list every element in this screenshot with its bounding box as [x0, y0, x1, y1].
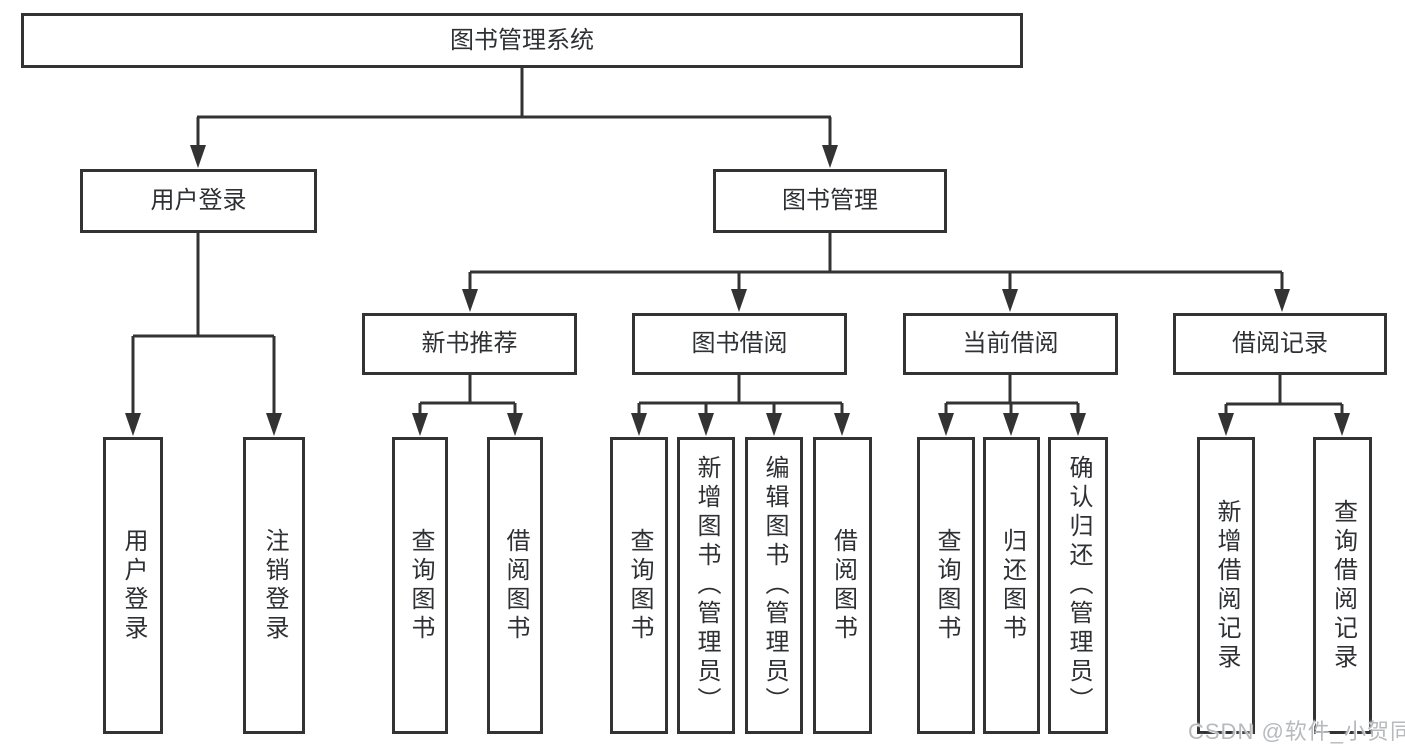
- arrow-down-icon: [190, 145, 206, 168]
- arrow-down-icon: [1003, 413, 1019, 436]
- leaf-query-borrow-record: 查询借阅记录: [1313, 437, 1372, 734]
- arrow-down-icon: [631, 413, 647, 436]
- node-borrow-records: 借阅记录: [1173, 313, 1387, 375]
- arrow-down-icon: [266, 413, 282, 436]
- node-label: 编辑图书（管理员）: [761, 455, 788, 716]
- node-book-borrow: 图书借阅: [632, 313, 847, 375]
- node-root-library-system: 图书管理系统: [21, 13, 1023, 68]
- node-label: 注销登录: [261, 527, 288, 644]
- node-label: 用户登录: [120, 527, 147, 644]
- leaf-confirm-return-admin: 确认归还（管理员）: [1048, 437, 1108, 734]
- node-current-borrow: 当前借阅: [903, 313, 1118, 375]
- leaf-logout: 注销登录: [243, 437, 305, 734]
- leaf-edit-books-admin: 编辑图书（管理员）: [745, 437, 803, 734]
- node-label: 借阅记录: [1232, 330, 1328, 357]
- node-label: 借阅图书: [829, 527, 857, 644]
- node-label: 新增借阅记录: [1213, 498, 1240, 673]
- arrow-down-icon: [822, 145, 838, 168]
- node-user-login-branch: 用户登录: [80, 169, 317, 233]
- node-label: 当前借阅: [962, 330, 1059, 357]
- node-label: 查询图书: [933, 527, 960, 644]
- arrow-down-icon: [731, 289, 747, 312]
- leaf-query-books-borrow: 查询图书: [610, 437, 668, 734]
- arrow-down-icon: [1334, 413, 1350, 436]
- arrowheads: [125, 145, 1350, 436]
- arrow-down-icon: [507, 413, 523, 436]
- arrow-down-icon: [1002, 289, 1018, 312]
- node-label: 确认归还（管理员）: [1065, 455, 1092, 716]
- leaf-user-login: 用户登录: [103, 437, 163, 734]
- leaf-borrow-books-recommend: 借阅图书: [487, 437, 543, 734]
- node-label: 图书管理: [782, 187, 878, 214]
- arrow-down-icon: [1274, 289, 1290, 312]
- node-label: 归还图书: [998, 527, 1026, 644]
- leaf-add-books-admin: 新增图书（管理员）: [677, 437, 735, 734]
- arrow-down-icon: [1070, 413, 1086, 436]
- leaf-borrow-books: 借阅图书: [813, 437, 872, 734]
- csdn-watermark: CSDN @软件_小贺同学: [1188, 719, 1405, 744]
- leaf-query-books-recommend: 查询图书: [392, 437, 448, 734]
- node-label: 用户登录: [150, 187, 247, 214]
- arrow-down-icon: [412, 413, 428, 436]
- arrow-down-icon: [698, 413, 714, 436]
- node-book-management-branch: 图书管理: [713, 169, 947, 233]
- node-new-book-recommend: 新书推荐: [362, 313, 577, 375]
- node-label: 新增图书（管理员）: [693, 455, 720, 716]
- node-label: 图书管理系统: [450, 26, 594, 54]
- arrow-down-icon: [766, 413, 782, 436]
- node-label: 查询借阅记录: [1329, 498, 1357, 673]
- arrow-down-icon: [834, 413, 850, 436]
- leaf-add-borrow-record: 新增借阅记录: [1197, 437, 1255, 734]
- node-label: 借阅图书: [502, 527, 529, 644]
- arrow-down-icon: [462, 289, 478, 312]
- node-label: 新书推荐: [421, 330, 518, 357]
- arrow-down-icon: [1218, 413, 1234, 436]
- connector-segments: [131, 68, 1344, 414]
- leaf-return-books: 归还图书: [983, 437, 1040, 734]
- arrow-down-icon: [938, 413, 954, 436]
- node-label: 图书借阅: [691, 330, 788, 357]
- node-label: 查询图书: [407, 527, 434, 644]
- leaf-query-books-current: 查询图书: [917, 437, 975, 734]
- node-label: 查询图书: [626, 527, 653, 644]
- arrow-down-icon: [125, 413, 141, 436]
